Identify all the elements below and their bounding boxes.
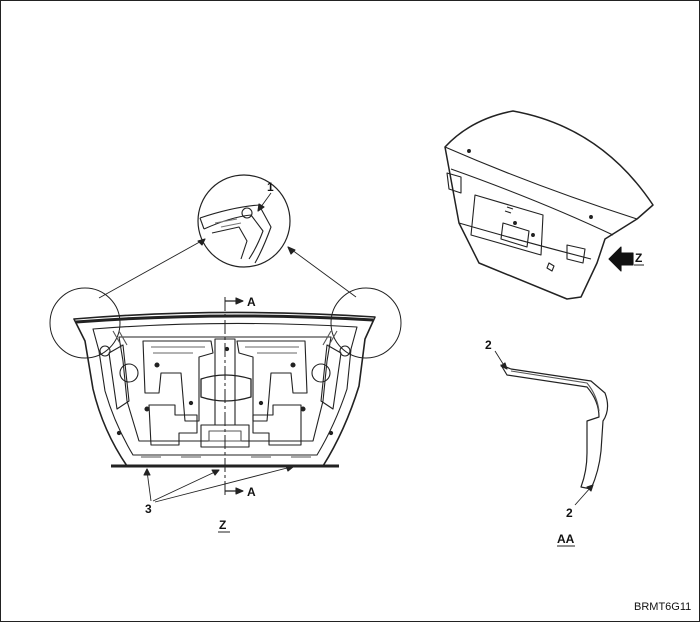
detail-circle-left [49,287,121,359]
view-z-arrow-label: Z [635,251,643,265]
view-z-caption: Z [219,518,227,532]
detail-circle-right [330,287,402,359]
callout-2-bottom-label: 2 [566,506,573,520]
callout-3-leaders [143,465,294,503]
detail-magnifier [197,174,291,268]
callout-3-label: 3 [145,502,152,516]
section-a-bottom-label: A [247,485,256,499]
section-a-top-label: A [247,295,256,309]
section-line-a [224,297,244,495]
leader-left [98,238,206,299]
leader-right [287,246,357,298]
section-aa-profile [494,350,609,506]
view-aa-caption: AA [557,532,575,546]
callout-1-label: 1 [267,180,274,194]
view-z-arrow-icon [608,246,634,272]
figure-code: BRMT6G11 [634,601,692,613]
trunk-lid-exterior-view [444,110,654,300]
callout-2-top-label: 2 [485,338,492,352]
